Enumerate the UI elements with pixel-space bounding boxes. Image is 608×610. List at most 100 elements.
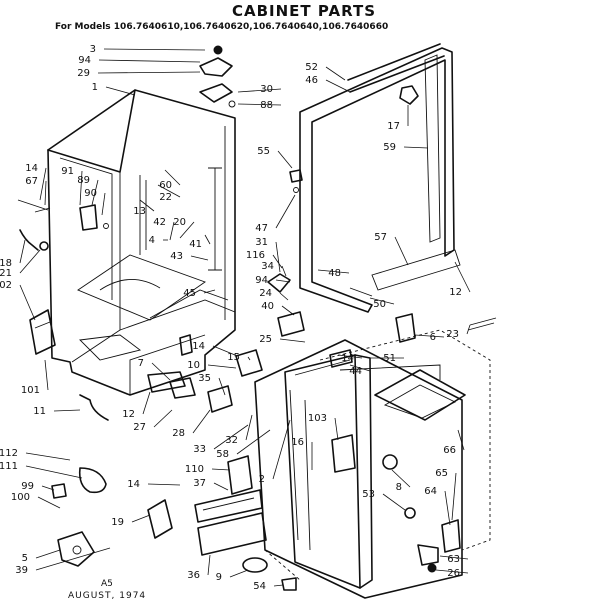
leader-line-39 xyxy=(35,547,111,571)
leader-line-9 xyxy=(229,569,249,578)
part-number-label-89: 89 xyxy=(77,175,90,186)
leader-line-100 xyxy=(37,496,61,509)
part-number-label-66: 66 xyxy=(443,445,456,456)
part-number-label-2: 2 xyxy=(259,474,265,485)
part-number-label-103: 103 xyxy=(308,413,327,424)
leader-line-91 xyxy=(79,170,83,206)
part-number-label-53: 53 xyxy=(362,489,375,500)
part-number-label-36: 36 xyxy=(187,570,200,581)
leader-line-18 xyxy=(19,239,26,264)
leader-line-27 xyxy=(153,409,173,428)
part-number-label-54: 54 xyxy=(253,581,266,592)
leader-line-32 xyxy=(245,414,253,441)
part-number-label-6: 6 xyxy=(430,332,436,343)
leader-line-10 xyxy=(207,364,237,369)
part-number-label-94a: 94 xyxy=(78,55,91,66)
part-number-label-25: 25 xyxy=(259,334,272,345)
leader-line-101 xyxy=(44,359,49,391)
leader-line-21 xyxy=(19,249,41,274)
leader-line-7 xyxy=(151,362,171,381)
leader-line-2 xyxy=(272,419,291,480)
part-number-label-4: 4 xyxy=(149,235,155,246)
part-number-label-23: 23 xyxy=(446,329,459,340)
part-number-label-63: 63 xyxy=(447,554,460,565)
leader-line-94a xyxy=(98,59,201,63)
part-number-label-50: 50 xyxy=(373,299,386,310)
drawing-code: A5 xyxy=(101,579,113,589)
part-number-label-55: 55 xyxy=(257,146,270,157)
cabinet-liner xyxy=(47,89,236,396)
leader-line-14c xyxy=(337,354,363,359)
door-gasket-frame xyxy=(299,43,461,313)
part-number-label-30: 30 xyxy=(260,84,273,95)
part-number-label-14b: 14 xyxy=(192,341,205,352)
leader-line-67 xyxy=(44,180,47,206)
part-number-label-44: 44 xyxy=(349,366,362,377)
part-number-label-94b: 94 xyxy=(255,275,268,286)
part-number-label-11: 11 xyxy=(33,406,46,417)
leader-line-89 xyxy=(91,179,99,206)
leader-line-34 xyxy=(281,265,287,277)
part-number-label-37: 37 xyxy=(193,478,206,489)
part-number-label-39: 39 xyxy=(15,565,28,576)
part-number-label-26: 26 xyxy=(447,568,460,579)
leader-line-29 xyxy=(97,71,201,74)
leader-line-23 xyxy=(466,324,471,335)
part-number-label-59: 59 xyxy=(383,142,396,153)
small-parts xyxy=(17,45,497,591)
leader-line-36 xyxy=(207,554,211,576)
part-number-label-15: 15 xyxy=(227,352,240,363)
leader-line-111 xyxy=(25,465,83,479)
leader-line-14d xyxy=(147,483,181,486)
part-number-label-16: 16 xyxy=(291,437,304,448)
part-number-label-33: 33 xyxy=(193,444,206,455)
leader-line-20 xyxy=(179,221,195,239)
leader-line-45 xyxy=(203,289,216,294)
part-number-label-88: 88 xyxy=(260,100,273,111)
leader-line-66 xyxy=(457,429,465,451)
leader-line-65 xyxy=(451,472,457,521)
leader-line-47 xyxy=(275,194,296,229)
part-number-label-18: 18 xyxy=(0,258,12,269)
leader-line-3 xyxy=(103,48,206,51)
part-number-label-46: 46 xyxy=(305,75,318,86)
part-number-label-20: 20 xyxy=(173,217,186,228)
leader-line-57 xyxy=(394,236,409,266)
leader-line-48 xyxy=(317,269,350,274)
part-number-label-110: 110 xyxy=(185,464,204,475)
leader-line-22 xyxy=(157,184,181,198)
leader-line-58 xyxy=(236,429,271,455)
part-number-label-111: 111 xyxy=(0,461,18,472)
part-number-label-12a: 12 xyxy=(449,287,462,298)
part-number-label-112: 112 xyxy=(0,448,18,459)
leader-line-12b xyxy=(142,391,151,415)
part-number-label-47: 47 xyxy=(255,223,268,234)
part-number-label-101: 101 xyxy=(21,385,40,396)
part-number-label-102: 102 xyxy=(0,280,12,291)
part-number-label-35: 35 xyxy=(198,373,211,384)
part-number-label-17: 17 xyxy=(387,121,400,132)
leader-line-116 xyxy=(272,254,283,269)
leader-line-99 xyxy=(41,485,55,491)
leader-line-19 xyxy=(131,514,151,523)
leader-line-12a xyxy=(454,261,471,293)
leader-line-43 xyxy=(190,255,209,261)
part-number-label-1: 1 xyxy=(92,82,98,93)
leader-line-13 xyxy=(139,199,155,212)
part-number-label-3: 3 xyxy=(90,44,96,55)
leader-line-112 xyxy=(25,452,71,461)
diagram-subtitle: For Models 106.7640610,106.7640620,106.7… xyxy=(55,22,389,32)
part-number-label-58: 58 xyxy=(216,449,229,460)
leader-line-6 xyxy=(414,334,445,338)
part-number-label-43: 43 xyxy=(170,251,183,262)
part-number-label-24: 24 xyxy=(259,288,272,299)
leader-line-103 xyxy=(334,417,339,441)
leader-line-42 xyxy=(169,221,175,241)
leader-line-59 xyxy=(403,146,429,149)
leader-line-8 xyxy=(391,469,411,488)
part-number-label-48: 48 xyxy=(328,268,341,279)
part-number-label-67: 67 xyxy=(25,176,38,187)
